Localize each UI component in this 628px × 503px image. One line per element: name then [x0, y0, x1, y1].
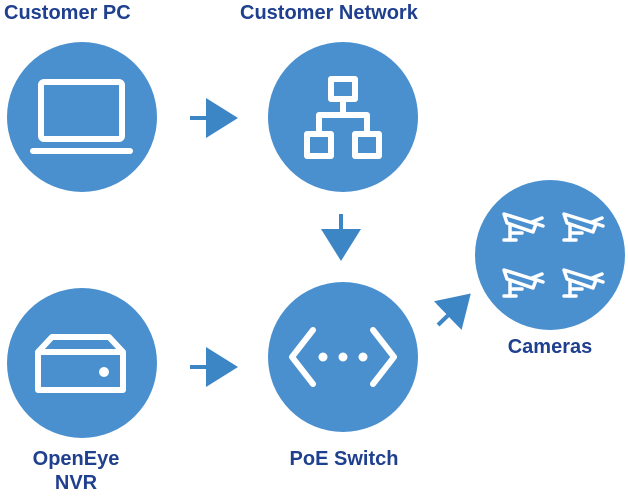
switch-arrows-icon — [289, 327, 397, 387]
label-nvr-line2: NVR — [54, 472, 98, 494]
nvr-status-dot — [99, 367, 109, 377]
node-customer-network — [268, 42, 418, 192]
label-poe-switch: PoE Switch — [289, 448, 399, 470]
switch-dots — [318, 352, 368, 362]
node-nvr — [7, 288, 157, 438]
nvr-box-icon — [35, 334, 126, 393]
label-customer-pc: Customer PC — [4, 2, 131, 24]
node-cameras — [475, 180, 625, 330]
arrow-switch-to-cameras — [433, 293, 471, 331]
network-topology-icon — [304, 76, 382, 159]
node-poe-switch — [268, 282, 418, 432]
label-cameras: Cameras — [507, 336, 593, 358]
label-customer-network: Customer Network — [240, 2, 418, 24]
laptop-icon — [30, 79, 133, 154]
node-customer-pc — [7, 42, 157, 192]
label-nvr: OpenEye NVR — [12, 447, 140, 495]
label-nvr-line1: OpenEye — [32, 448, 120, 470]
security-camera-icon — [502, 212, 605, 298]
